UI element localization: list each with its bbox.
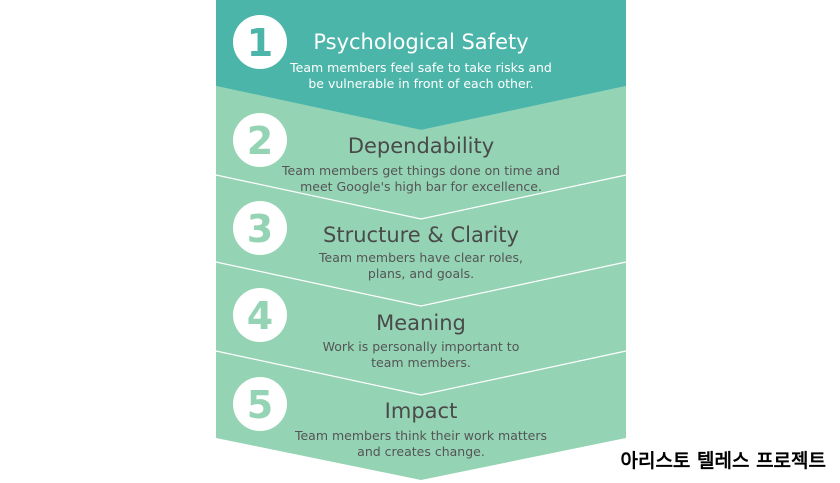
number-circle — [233, 15, 287, 69]
item-title: Psychological Safety — [313, 30, 528, 54]
band-divider — [215, 261, 627, 307]
item-description-line: Team members think their work matters — [294, 428, 547, 443]
band-5 — [216, 351, 626, 480]
band-2 — [216, 86, 626, 219]
item-description-line: Team members have clear roles, — [318, 250, 523, 265]
number-circle — [233, 113, 287, 167]
item-description-line: Team members feel safe to take risks and — [289, 60, 552, 75]
item-title: Impact — [385, 399, 458, 423]
number-circle — [233, 288, 287, 342]
item-title: Dependability — [348, 134, 494, 158]
caption-text: 아리스토 텔레스 프로젝트 — [620, 450, 826, 472]
item-description-line: plans, and goals. — [368, 266, 474, 281]
band-divider — [215, 350, 627, 396]
item-number: 3 — [247, 207, 273, 251]
band-3 — [216, 175, 626, 306]
item-description-line: and creates change. — [357, 444, 485, 459]
item-number: 5 — [247, 383, 273, 427]
item-description-line: meet Google's high bar for excellence. — [300, 179, 542, 194]
item-description-line: Work is personally important to — [323, 339, 520, 354]
band-1 — [216, 0, 626, 130]
number-circle — [233, 377, 287, 431]
item-number: 4 — [247, 294, 273, 338]
item-description-line: Team members get things done on time and — [281, 163, 560, 178]
item-number: 2 — [247, 119, 273, 163]
band-layer — [215, 0, 627, 480]
item-description-line: team members. — [371, 355, 471, 370]
number-circle — [233, 201, 287, 255]
item-number: 1 — [247, 21, 273, 65]
item-description-line: be vulnerable in front of each other. — [308, 76, 533, 91]
band-divider — [215, 174, 627, 220]
item-title: Structure & Clarity — [323, 223, 519, 247]
item-title: Meaning — [376, 311, 466, 335]
band-4 — [216, 262, 626, 395]
